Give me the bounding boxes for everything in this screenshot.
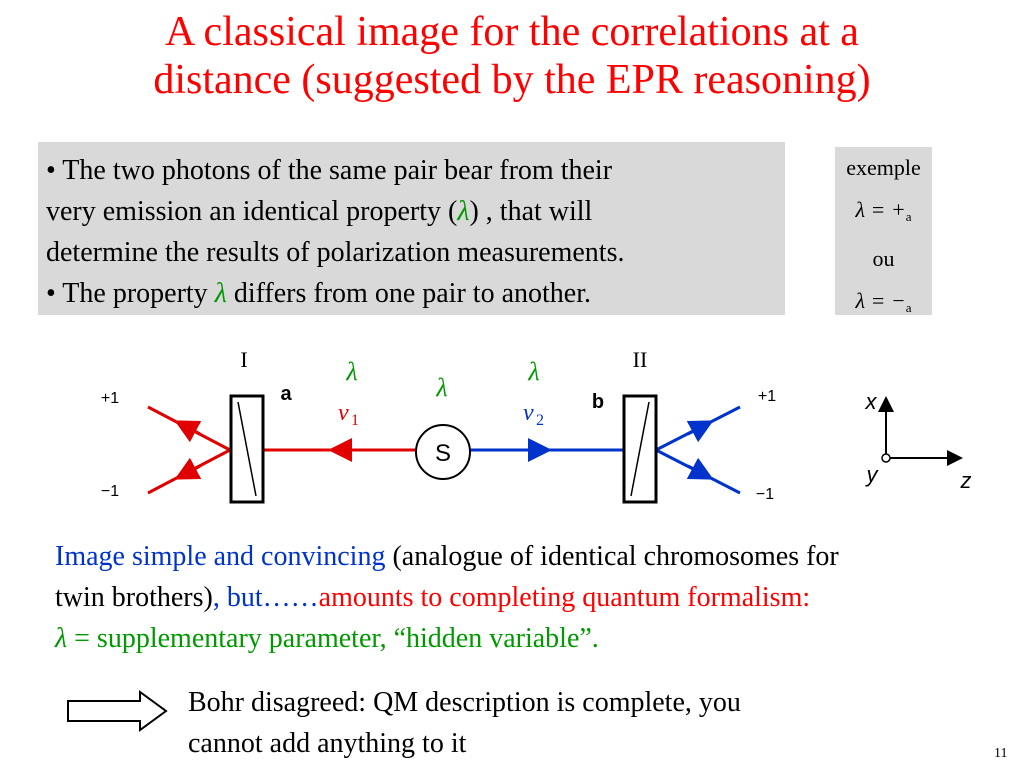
- result-minus-left: −1: [101, 483, 119, 500]
- line2-text-b: ) , that will: [469, 196, 593, 227]
- orientation-a-label: a: [280, 383, 292, 405]
- twin-phrase: twin brothers): [55, 582, 213, 613]
- nu2-label: ν: [523, 400, 534, 426]
- lambda-center: λ: [435, 373, 447, 402]
- lambda-symbol: λ: [214, 278, 227, 309]
- analogue-phrase: (analogue of identical chromosomes for: [385, 541, 839, 572]
- axis-y-origin: [881, 453, 891, 463]
- bullet-line-1: • The two photons of the same pair bear …: [46, 155, 613, 186]
- conclusion-line-3: λ = supplementary parameter, “hidden var…: [55, 618, 1020, 659]
- polarizer-left-label: I: [240, 347, 247, 372]
- axis-x-label: x: [865, 389, 878, 414]
- beam-right-plus-arrow: [686, 420, 714, 443]
- example-box: exemple λ = +a ou λ = −a: [835, 147, 932, 315]
- slide-title: A classical image for the correlations a…: [0, 8, 1024, 104]
- lambda-symbol: λ: [55, 623, 68, 654]
- result-minus-right: −1: [756, 486, 774, 503]
- completing-phrase: amounts to completing quantum formalism:: [318, 582, 811, 613]
- bohr-statement: Bohr disagreed: QM description is comple…: [188, 682, 888, 764]
- simple-image-phrase: Image simple and convincing: [55, 541, 386, 572]
- line4-text-b: differs from one pair to another.: [226, 278, 591, 309]
- epr-setup-diagram: S I II a b +1 −1 +1 −1 λ λ λ ν 1 ν 2 x y…: [101, 347, 972, 504]
- beam-right-minus-arrow: [686, 457, 714, 480]
- bullet-line-2: very emission an identical property (λ) …: [38, 191, 785, 232]
- beam-left-plus-arrow: [174, 420, 202, 443]
- example-eq2: λ = −a: [855, 288, 912, 315]
- source-label: S: [435, 440, 451, 467]
- example-label: exemple: [846, 155, 921, 180]
- title-line-1: A classical image for the correlations a…: [165, 9, 859, 55]
- example-or: ou: [872, 246, 895, 271]
- lambda-symbol: λ: [457, 196, 470, 227]
- polarizer-right-label: II: [633, 347, 648, 372]
- conclusion-line-2: twin brothers), but……amounts to completi…: [55, 577, 1020, 618]
- axis-z-label: z: [960, 468, 972, 493]
- orientation-b-label: b: [592, 391, 604, 413]
- nu1-subscript: 1: [351, 412, 359, 429]
- lambda-right: λ: [527, 357, 539, 386]
- axis-y-label: y: [865, 462, 880, 487]
- explanation-box: • The two photons of the same pair bear …: [38, 142, 785, 315]
- bohr-line-1: Bohr disagreed: QM description is comple…: [188, 687, 741, 718]
- polarizer-right-axis: [630, 401, 650, 497]
- beam-left-minus-arrow: [174, 457, 202, 480]
- title-line-2: distance (suggested by the EPR reasoning…: [153, 57, 871, 103]
- result-plus-right: +1: [758, 388, 776, 405]
- right-arrow-icon: [67, 690, 168, 732]
- nu2-subscript: 2: [536, 412, 544, 429]
- polarizer-left-axis: [237, 401, 257, 497]
- bullet-line-4: • The property λ differs from one pair t…: [38, 273, 785, 314]
- conclusion-line-1: Image simple and convincing (analogue of…: [55, 536, 1020, 577]
- line2-text-a: very emission an identical property (: [46, 196, 458, 227]
- bullet-line-3: determine the results of polarization me…: [46, 237, 625, 268]
- conclusion-text: Image simple and convincing (analogue of…: [55, 536, 1020, 659]
- but-phrase: , but……: [212, 582, 319, 613]
- lambda-left: λ: [345, 357, 357, 386]
- bohr-line-2: cannot add anything to it: [188, 728, 467, 759]
- source-circle: [415, 424, 471, 480]
- example-eq1: λ = +a: [855, 197, 912, 224]
- result-plus-left: +1: [101, 390, 119, 407]
- page-number: 11: [994, 746, 1008, 761]
- hidden-variable-phrase: = supplementary parameter, “hidden varia…: [67, 623, 599, 654]
- nu1-label: ν: [338, 400, 349, 426]
- line4-text-a: • The property: [46, 278, 215, 309]
